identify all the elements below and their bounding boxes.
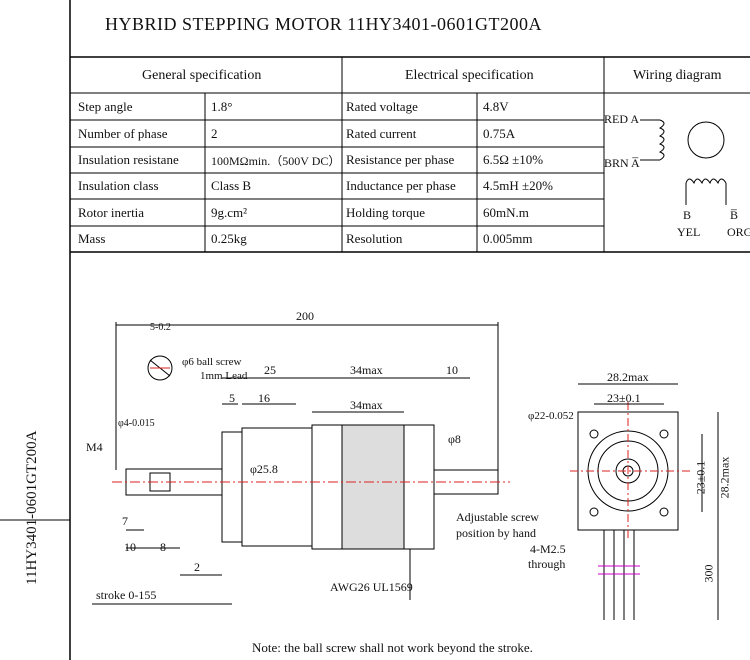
dim-10: 10 [446, 363, 458, 377]
spec-label: Rotor inertia [78, 205, 145, 220]
spec-value: 0.25kg [211, 231, 247, 246]
wire-yel-label: YEL [677, 225, 701, 239]
electrical-spec-header: Electrical specification [405, 68, 534, 83]
wire-org-label: ORG [727, 225, 750, 239]
spec-label: Inductance per phase [346, 178, 456, 193]
dim-8: 8 [160, 540, 166, 554]
spec-label: Rated current [346, 126, 417, 141]
page-title: HYBRID STEPPING MOTOR 11HY3401-0601GT200… [105, 14, 543, 34]
dim-16: 16 [258, 391, 270, 405]
spec-value: 1.8° [211, 99, 233, 114]
dim-34max-top: 34max [350, 363, 383, 377]
spec-value: 2 [211, 126, 218, 141]
spec-value: 60mN.m [483, 205, 529, 220]
dim-tol5: 5-0.2 [150, 322, 171, 333]
phi22-label: φ22-0.052 [528, 410, 574, 422]
dim-7: 7 [122, 514, 128, 528]
motor-side-view [92, 322, 510, 605]
spec-label: Holding torque [346, 205, 426, 220]
dim-m4: M4 [86, 440, 103, 454]
wire-b-label: B [683, 208, 692, 222]
spec-value: 0.005mm [483, 231, 533, 246]
motor-front-view [570, 383, 719, 620]
spec-label: Number of phase [78, 126, 168, 141]
lead-length: 300 [701, 564, 716, 583]
dim-tol4: φ4-0.015 [118, 418, 155, 429]
front-width: 28.2max [607, 370, 649, 384]
spec-table-grid [70, 57, 750, 252]
dim-34max-mid: 34max [350, 398, 383, 412]
spec-label: Rated voltage [346, 99, 418, 114]
ballscrew-label: φ6 ball screw [182, 356, 242, 368]
spec-value: 9g.cm² [211, 205, 248, 220]
spec-label: Insulation resistane [78, 152, 179, 167]
spec-value: 0.75A [483, 126, 516, 141]
dim-25: 25 [264, 363, 276, 377]
dim-2: 2 [194, 560, 200, 574]
spec-value: 6.5Ω ±10% [483, 152, 544, 167]
dim-total: 200 [296, 309, 314, 323]
spec-value: 4.8V [483, 99, 509, 114]
wire-bbar-label: B̅ [730, 208, 739, 222]
spec-value: Class B [211, 178, 252, 193]
side-pitch: 23±0.1 [693, 460, 708, 495]
through-label: through [528, 557, 566, 571]
footnote: Note: the ball screw shall not work beyo… [252, 640, 533, 655]
m25-label: 4-M2.5 [530, 542, 566, 556]
awg-label: AWG26 UL1569 [330, 580, 413, 594]
spec-label: Resistance per phase [346, 152, 455, 167]
spec-value: 4.5mH ±20% [483, 178, 553, 193]
general-spec-header: General specification [142, 68, 262, 83]
adjust-label-1: Adjustable screw [456, 510, 539, 524]
dim-phi25: φ25.8 [250, 462, 278, 476]
wire-red-label: RED A [604, 112, 640, 126]
spec-value: 100MΩmin.（500V DC） [211, 154, 341, 168]
wiring-header: Wiring diagram [633, 68, 722, 83]
spec-label: Mass [78, 231, 106, 246]
side-width: 28.2max [717, 456, 732, 499]
stroke-label: stroke 0-155 [96, 588, 157, 602]
adjust-label-2: position by hand [456, 526, 536, 540]
front-pitch: 23±0.1 [607, 391, 641, 405]
lead-label: 1mm Lead [200, 370, 248, 382]
side-title: 11HY3401-0601GT200A [24, 430, 40, 585]
spec-label: Insulation class [78, 178, 159, 193]
dim-10b: 10 [124, 540, 136, 554]
wire-brn-label: BRN A̅ [604, 156, 640, 170]
dim-5: 5 [229, 391, 235, 405]
dim-phi8: φ8 [448, 432, 461, 446]
spec-label: Resolution [346, 231, 403, 246]
spec-label: Step angle [78, 99, 133, 114]
wiring-diagram [640, 119, 727, 205]
